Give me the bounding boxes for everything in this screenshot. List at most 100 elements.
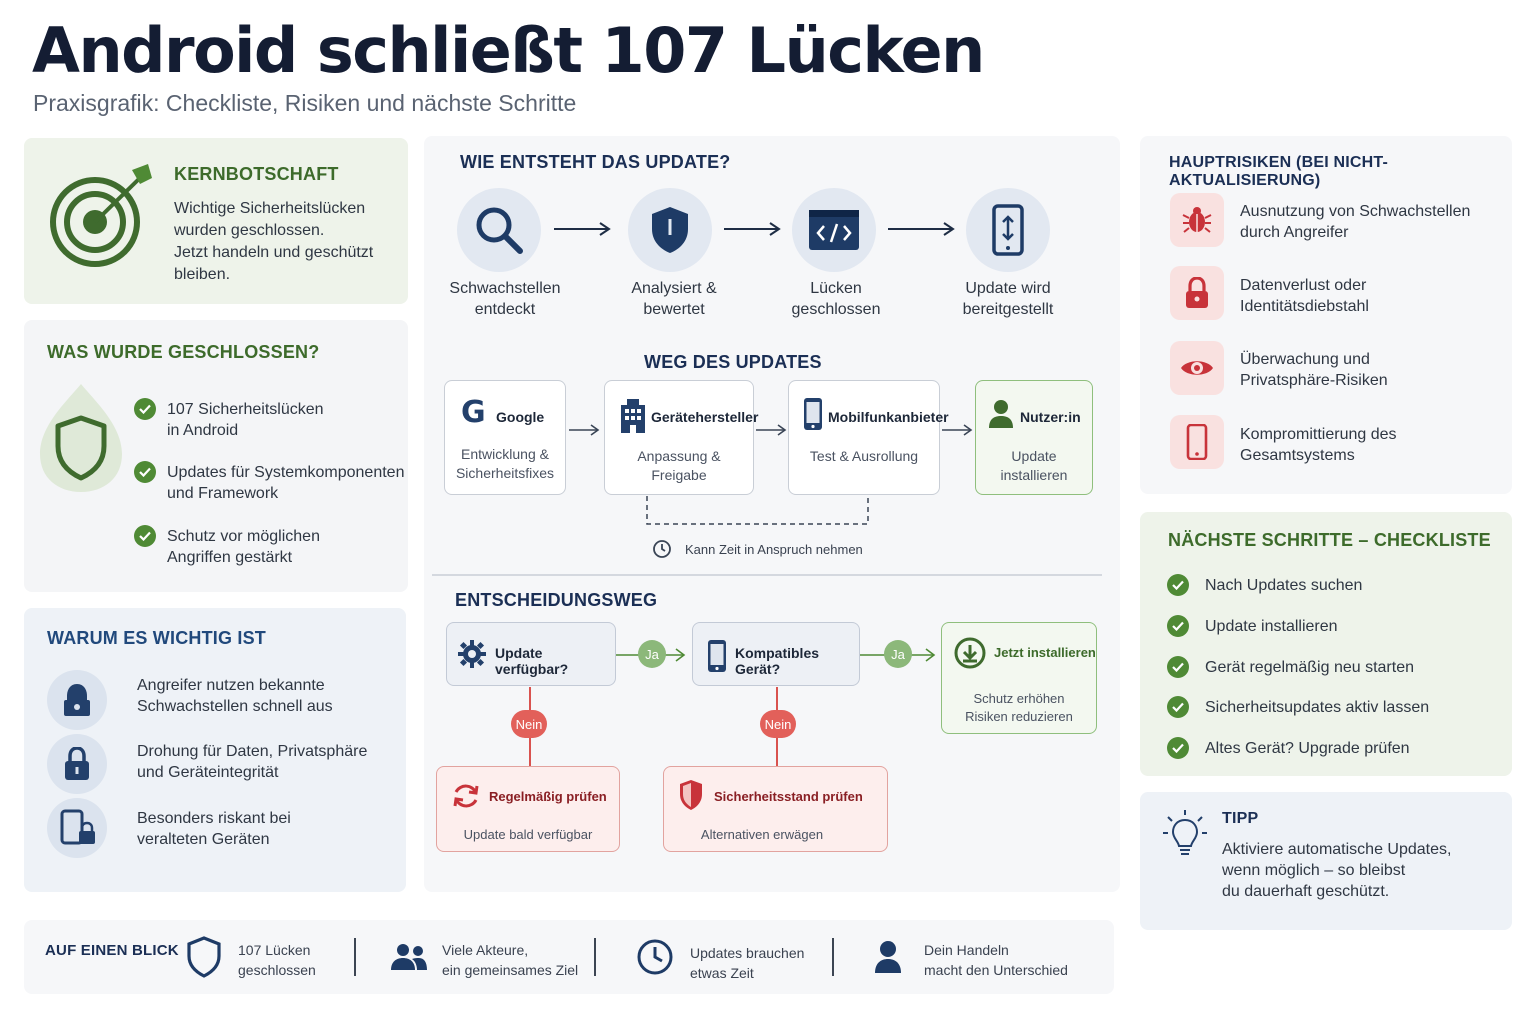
step-label-3-l2: geschlossen	[791, 301, 881, 318]
checkliste-heading: NÄCHSTE SCHRITTE – CHECKLISTE	[1168, 530, 1491, 550]
weg-box-sub: Anpassung &	[637, 448, 721, 464]
risk-item-3: Überwachung und	[1240, 351, 1370, 368]
weg-box-nutzer: Nutzer:in Update installieren	[975, 380, 1093, 495]
blick-heading: AUF EINEN BLICK	[45, 942, 179, 959]
gear-icon	[458, 640, 486, 668]
decision-jetzt-installieren: Jetzt installieren Schutz erhöhen Risike…	[941, 622, 1097, 734]
phone-update-icon	[966, 188, 1050, 272]
no-badge: Nein	[760, 710, 796, 738]
bug-icon	[1170, 193, 1224, 247]
decision-update-verfuegbar: Update verfügbar?	[446, 622, 616, 686]
weg-heading: WEG DES UPDATES	[644, 352, 822, 372]
weg-box-sub: Update	[1011, 448, 1057, 464]
lightbulb-icon	[1163, 810, 1207, 855]
geschlossen-item-2-l2: und Framework	[167, 485, 279, 502]
hacker-icon	[47, 670, 107, 730]
wichtig-panel: WARUM ES WICHTIG IST Angreifer nutzen be…	[24, 608, 406, 892]
check-icon	[134, 398, 156, 420]
blick-item-3: Updates brauchen	[690, 945, 805, 961]
decision-no1-title: Regelmäßig prüfen	[489, 789, 607, 804]
step-label-3: Lücken	[810, 280, 862, 297]
shield-alert-icon	[680, 780, 702, 810]
user-icon	[875, 941, 901, 973]
tipp-line-1: Aktiviere automatische Updates,	[1222, 841, 1452, 858]
shield-drop-icon	[40, 384, 122, 492]
tipp-heading: TIPP	[1222, 810, 1259, 827]
weg-box-sub: Test & Ausrollung	[809, 448, 919, 464]
separator	[354, 938, 356, 976]
risk-item-1: Ausnutzung von Schwachstellen	[1240, 203, 1471, 220]
risk-item-3-l2: Privatsphäre-Risiken	[1240, 372, 1388, 389]
arrow-right-icon	[756, 424, 787, 436]
no-badge: Nein	[511, 710, 547, 738]
weg-box-title: Nutzer:in	[1020, 409, 1081, 425]
phone-icon	[804, 398, 822, 430]
checklist-item-3: Gerät regelmäßig neu starten	[1205, 659, 1414, 676]
kernbotschaft-line-2: wurden geschlossen.	[174, 222, 325, 239]
geschlossen-item-2: Updates für Systemkomponenten	[167, 464, 405, 481]
weg-box-google: G Google Entwicklung & Sicherheitsfixes	[444, 380, 566, 495]
wichtig-item-2: Drohung für Daten, Privatsphäre	[137, 743, 368, 760]
check-icon	[134, 461, 156, 483]
wichtig-item-1: Angreifer nutzen bekannte	[137, 677, 325, 694]
blick-item-2: Viele Akteure,	[442, 942, 529, 958]
yes-badge: Ja	[638, 640, 666, 668]
checkliste-panel: NÄCHSTE SCHRITTE – CHECKLISTE Nach Updat…	[1140, 512, 1512, 776]
refresh-icon	[453, 784, 479, 808]
risk-item-2: Datenverlust oder	[1240, 277, 1367, 294]
kernbotschaft-line-4: bleiben.	[174, 266, 231, 283]
geschlossen-heading: WAS WURDE GESCHLOSSEN?	[47, 342, 320, 362]
separator	[594, 938, 596, 976]
arrow-right-icon	[942, 424, 973, 436]
wichtig-item-2-l2: und Geräteintegrität	[137, 764, 279, 781]
blick-item-1: 107 Lücken	[238, 942, 311, 958]
wichtig-heading: WARUM ES WICHTIG IST	[47, 628, 266, 648]
step-label-1-l2: entdeckt	[474, 301, 536, 318]
wichtig-item-3: Besonders riskant bei	[137, 810, 291, 827]
divider	[432, 574, 1102, 576]
weg-box-hersteller: Gerätehersteller Anpassung & Freigabe	[604, 380, 758, 495]
arrow-right-icon	[724, 222, 781, 236]
blick-item-1-l2: geschlossen	[238, 962, 316, 978]
shield-icon	[628, 188, 712, 272]
kernbotschaft-line-3: Jetzt handeln und geschützt	[174, 244, 374, 261]
page-subtitle: Praxisgrafik: Checkliste, Risiken und nä…	[33, 90, 577, 116]
arrow-right-icon	[554, 222, 611, 236]
weg-box-sub: Entwicklung &	[461, 446, 549, 462]
decision-regelmaessig: Regelmäßig prüfen Update bald verfügbar	[436, 766, 620, 852]
arrow-right-icon	[569, 424, 600, 436]
weg-note: Kann Zeit in Anspruch nehmen	[685, 542, 863, 557]
wichtig-item-1-l2: Schwachstellen schnell aus	[137, 698, 333, 715]
decision-kompatibel: Kompatibles Gerät?	[692, 622, 860, 686]
download-icon	[954, 637, 986, 669]
check-icon	[1167, 737, 1189, 759]
code-icon	[792, 188, 876, 272]
kernbotschaft-heading: KERNBOTSCHAFT	[174, 164, 339, 184]
check-icon	[1167, 615, 1189, 637]
decision-go-title: Jetzt installieren	[994, 645, 1096, 660]
clock-icon	[653, 540, 671, 558]
phone-icon	[708, 640, 726, 672]
lock-icon	[47, 734, 107, 794]
decision-no2-title: Sicherheitsstand prüfen	[714, 789, 863, 804]
geschlossen-item-1-l2: in Android	[167, 422, 239, 439]
geschlossen-panel: WAS WURDE GESCHLOSSEN? 107 Sicherheitslü…	[24, 320, 408, 592]
check-icon	[1167, 574, 1189, 596]
decision-no2-sub: Alternativen erwägen	[700, 827, 824, 842]
blick-item-4-l2: macht den Unterschied	[924, 962, 1068, 978]
phone-lock-icon	[47, 798, 107, 858]
yes-badge: Ja	[884, 640, 912, 668]
decision-go-sub: Schutz erhöhen	[973, 691, 1065, 706]
check-icon	[1167, 656, 1189, 678]
risk-item-4-l2: Gesamtsystems	[1240, 447, 1355, 464]
blick-item-2-l2: ein gemeinsames Ziel	[442, 962, 579, 978]
weg-box-mobilfunk: Mobilfunkanbieter Test & Ausrollung	[788, 380, 949, 495]
step-label-1: Schwachstellen	[449, 280, 561, 297]
page-title: Android schließt 107 Lücken	[32, 14, 985, 87]
risk-item-4: Kompromittierung des	[1240, 426, 1397, 443]
blick-item-4: Dein Handeln	[924, 942, 1009, 958]
center-panel: WIE ENTSTEHT DAS UPDATE? Schwachstellen …	[424, 136, 1120, 892]
separator	[832, 938, 834, 976]
building-icon	[621, 399, 645, 433]
weg-box-title: Google	[496, 409, 545, 425]
